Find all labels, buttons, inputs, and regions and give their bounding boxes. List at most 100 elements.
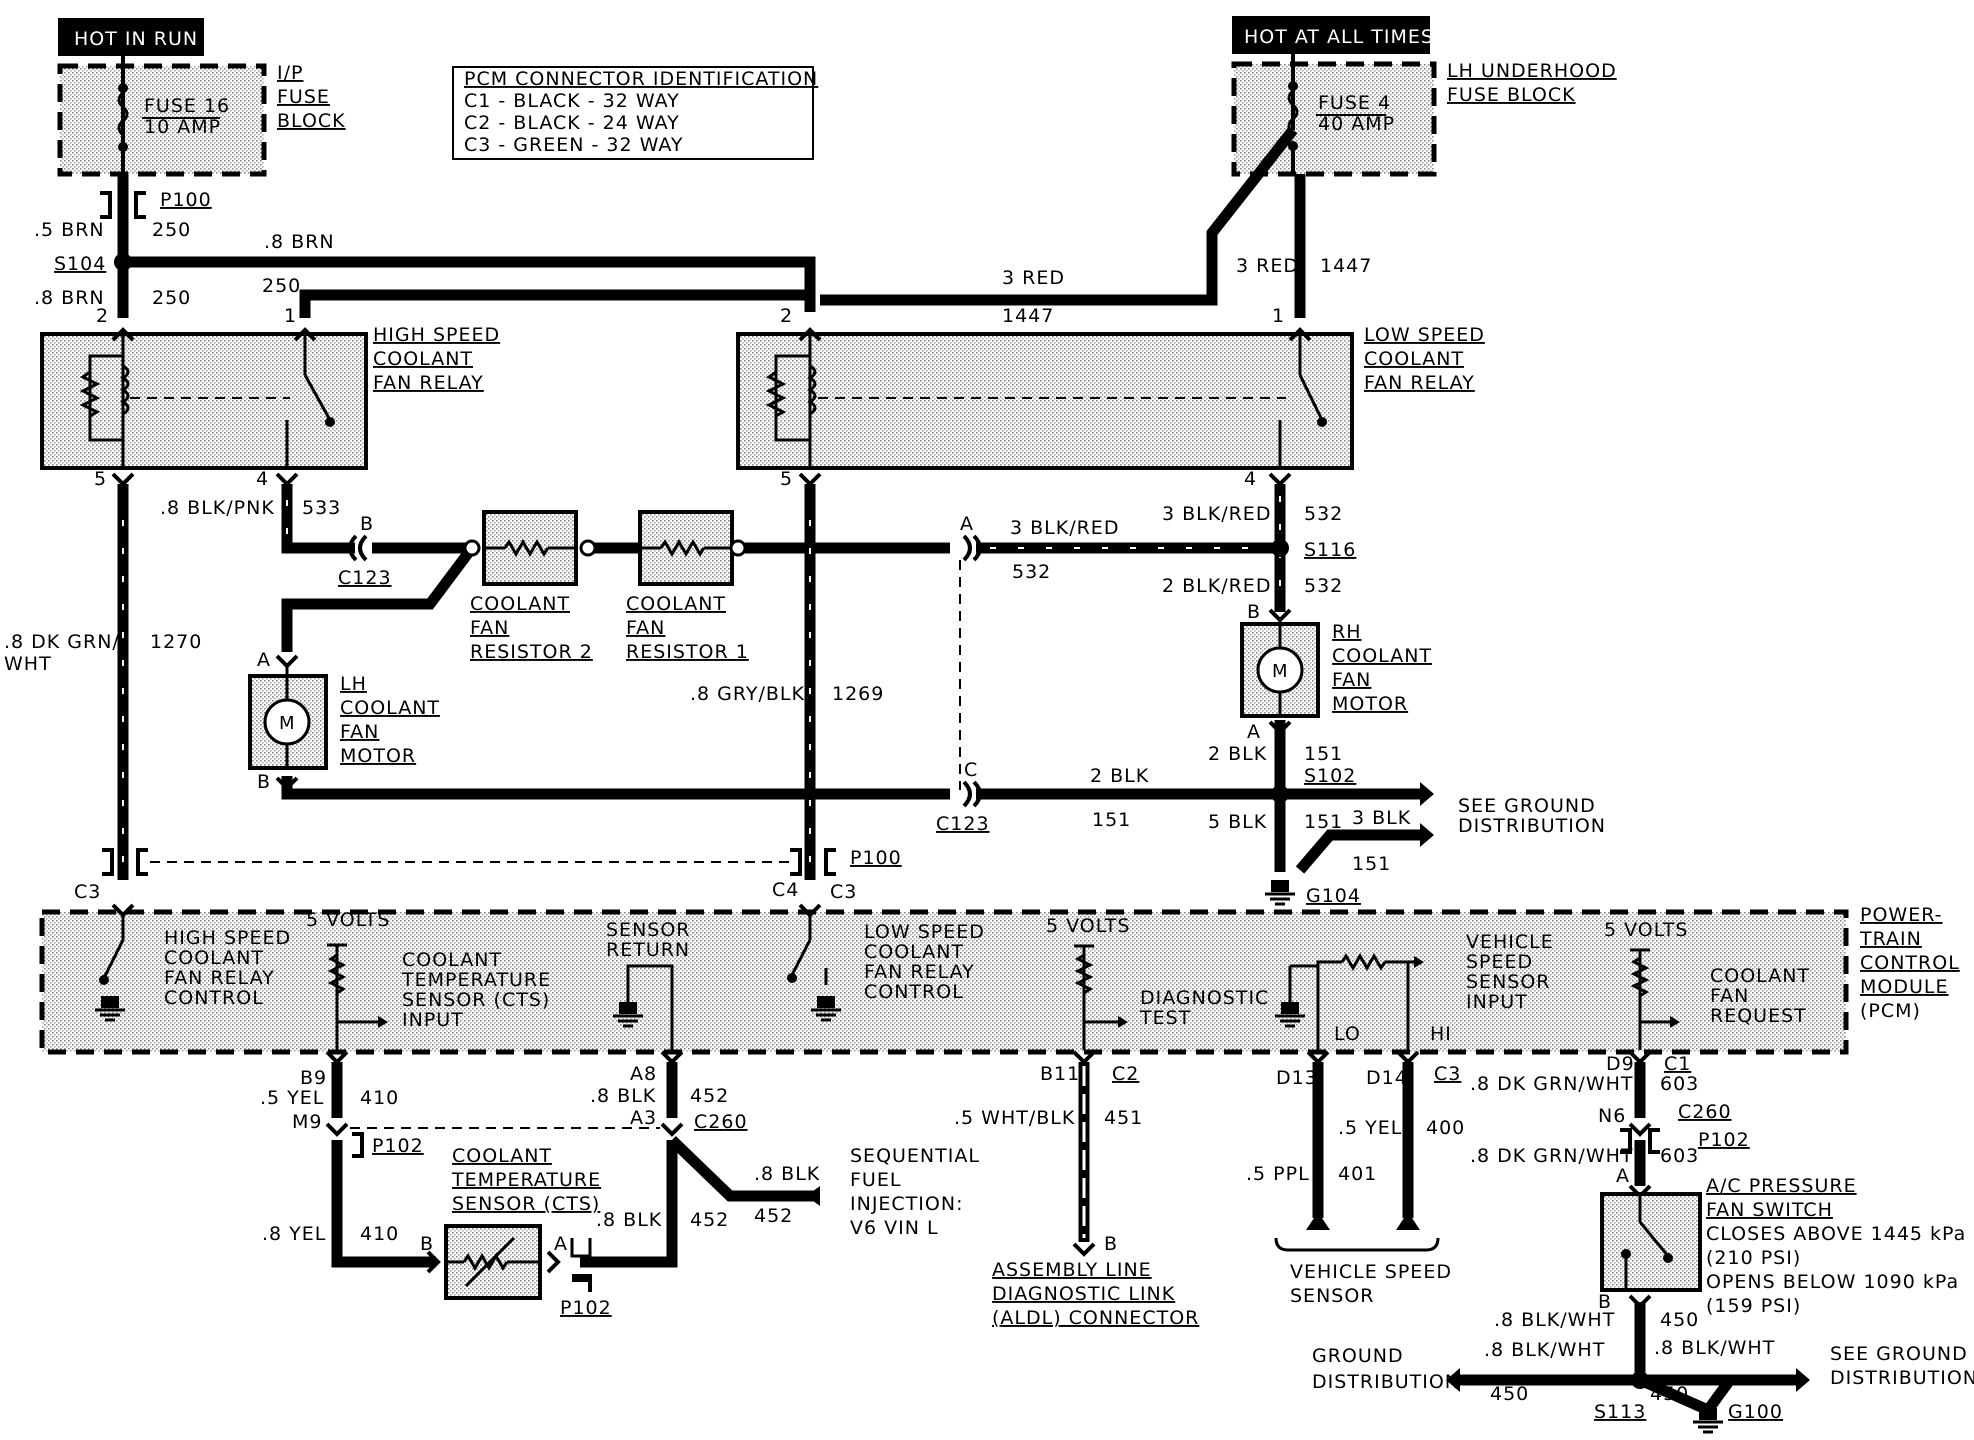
p102-label-a: P102	[372, 1135, 424, 1157]
lh-motor-label-2: COOLANT	[340, 697, 440, 719]
resistor2-label-3: RESISTOR 2	[470, 641, 593, 663]
lh-motor-symbol: M	[279, 713, 296, 734]
circuit-151b: 151	[1304, 743, 1343, 765]
ac-switch-pin-b: B	[1598, 1291, 1612, 1313]
pcm-diag-1: DIAGNOSTIC	[1140, 987, 1269, 1009]
lh-coolant-fan-motor: A M B LH COOLANT FAN MOTOR	[248, 649, 440, 793]
ac-pressure-fan-switch: A B A/C PRESSURE FAN SWITCH CLOSES ABOVE…	[1598, 1165, 1965, 1317]
sfi-label-3: INJECTION:	[850, 1193, 963, 1215]
pcm-low-ctrl-3: FAN RELAY	[864, 961, 975, 983]
p100-bottom-label: P100	[850, 847, 902, 869]
ip-fuse-label-2: FUSE	[277, 86, 330, 108]
resistor1-label-2: FAN	[626, 617, 665, 639]
cts-label-2: TEMPERATURE	[451, 1169, 601, 1191]
pcm-label-1: POWER-	[1860, 904, 1943, 926]
c123-a-conn-2	[972, 534, 982, 562]
pcm-vss-4: INPUT	[1466, 991, 1528, 1013]
hot-at-all-times-text: HOT AT ALL TIMES	[1244, 26, 1434, 48]
circuit-532c: 532	[1304, 575, 1343, 597]
circuit-151a: 151	[1092, 809, 1131, 831]
pcm-high-ctrl-2: COOLANT	[164, 947, 264, 969]
p100-top-label: P100	[160, 189, 212, 211]
wires-middle	[117, 484, 1420, 880]
see-ground-label-2: DISTRIBUTION	[1458, 815, 1606, 837]
pcm-vss-2: SPEED	[1466, 951, 1533, 973]
circuit-1447b: 1447	[1320, 255, 1372, 277]
circuit-410a: 410	[360, 1087, 399, 1109]
ip-fuse-block: FUSE 16 10 AMP I/P FUSE BLOCK	[57, 56, 345, 177]
ac-switch-label-4: (210 PSI)	[1706, 1247, 1801, 1269]
wire-3blk-label: 3 BLK	[1352, 807, 1411, 829]
low-speed-coolant-fan-relay: 2 1 LOW SPEED COOLANT FAN RELAY 5 4	[736, 305, 1485, 490]
circuit-603a: 603	[1660, 1073, 1699, 1095]
wire-8brn-b-label: .8 BRN	[34, 287, 105, 309]
wire-8dkgrn-label-2: WHT	[4, 653, 52, 675]
rh-motor-label-3: FAN	[1332, 669, 1371, 691]
c1-label: C1	[1664, 1053, 1691, 1075]
sfi-label-4: V6 VIN L	[850, 1217, 939, 1239]
c3-label-a: C3	[74, 881, 101, 903]
pcm-5v-3: 5 VOLTS	[1604, 919, 1688, 941]
c260-p102-connectors: P102 C260 P102 C260	[325, 1101, 1750, 1158]
s113-label: S113	[1594, 1401, 1646, 1423]
ac-switch-label-6: (159 PSI)	[1706, 1295, 1801, 1317]
c4-label: C4	[772, 879, 799, 901]
circuit-151d: 151	[1352, 853, 1391, 875]
cts-label-3: SENSOR (CTS)	[452, 1193, 600, 1215]
lh-motor-pin-b: B	[257, 771, 271, 793]
wire-5yel-b-label: .5 YEL	[1338, 1117, 1402, 1139]
wire-8blkwht-c-label: .8 BLK/WHT	[1654, 1337, 1775, 1359]
circuit-452a: 452	[690, 1085, 729, 1107]
s116-label: S116	[1304, 539, 1356, 561]
fuse16-name: FUSE 16	[144, 95, 230, 117]
rh-motor-label-2: COOLANT	[1332, 645, 1432, 667]
pin-marker	[111, 472, 135, 487]
wire-5ppl-label: .5 PPL	[1246, 1163, 1310, 1185]
ground-arrow-icon	[1796, 1368, 1810, 1392]
circuit-450b: 450	[1490, 1383, 1529, 1405]
p102-label-b: P102	[1698, 1129, 1750, 1151]
pcm-sr-1: SENSOR	[606, 919, 691, 941]
aldl-label-3: (ALDL) CONNECTOR	[992, 1307, 1199, 1329]
pcm-id-c2: C2 - BLACK - 24 WAY	[464, 112, 680, 134]
pcm-vss-3: SENSOR	[1466, 971, 1551, 993]
s104-splice	[114, 253, 132, 271]
fuse16-rating: 10 AMP	[144, 116, 221, 138]
hot-at-all-times-label	[1232, 16, 1430, 54]
hot-in-run-label	[58, 18, 204, 56]
pcm-fr-1: COOLANT	[1710, 965, 1810, 987]
g104-label: G104	[1306, 885, 1361, 907]
p102-label-c: P102	[560, 1297, 612, 1319]
rh-motor-pin-b: B	[1247, 601, 1261, 623]
low-relay-label-3: FAN RELAY	[1364, 372, 1475, 394]
cts-label-1: COOLANT	[452, 1145, 552, 1167]
cts-pin-b: B	[420, 1233, 434, 1255]
circuit-1447a: 1447	[1002, 305, 1054, 327]
wire-3red-label: 3 RED	[1002, 267, 1065, 289]
circuit-451: 451	[1104, 1107, 1143, 1129]
pcm-cts-4: INPUT	[402, 1009, 464, 1031]
aldl-pin-b: B	[1104, 1233, 1118, 1255]
pcm-5v-1: 5 VOLTS	[306, 909, 390, 931]
pcm-fr-3: REQUEST	[1710, 1005, 1807, 1027]
pin-d14: D14	[1366, 1067, 1408, 1089]
pin-b11: B11	[1040, 1063, 1080, 1085]
wire-8dkgrnwht-b-label: .8 DK GRN/WHT	[1470, 1145, 1634, 1167]
c123-bottom-label: C123	[936, 813, 990, 835]
rh-motor-pin-a: A	[1247, 721, 1261, 743]
wire-8dkgrn-label: .8 DK GRN/	[4, 631, 120, 653]
ground-arrow-icon	[1420, 823, 1434, 847]
pcm-fr-2: FAN	[1710, 985, 1749, 1007]
wire-5yel-label: .5 YEL	[260, 1087, 324, 1109]
pin-d9: D9	[1606, 1053, 1635, 1075]
coolant-fan-resistor-2: COOLANT FAN RESISTOR 2	[463, 510, 597, 663]
high-relay-label-3: FAN RELAY	[373, 372, 484, 394]
pcm-connector-id-box: PCM CONNECTOR IDENTIFICATION C1 - BLACK …	[452, 66, 817, 160]
low-relay-label-1: LOW SPEED	[1364, 324, 1485, 346]
coolant-fan-resistor-1: COOLANT FAN RESISTOR 1	[626, 510, 748, 663]
s102-label: S102	[1304, 765, 1356, 787]
pcm-diag-2: TEST	[1139, 1007, 1191, 1029]
ground-arrow-icon	[1420, 782, 1434, 806]
lh-motor-label-1: LH	[340, 673, 367, 695]
